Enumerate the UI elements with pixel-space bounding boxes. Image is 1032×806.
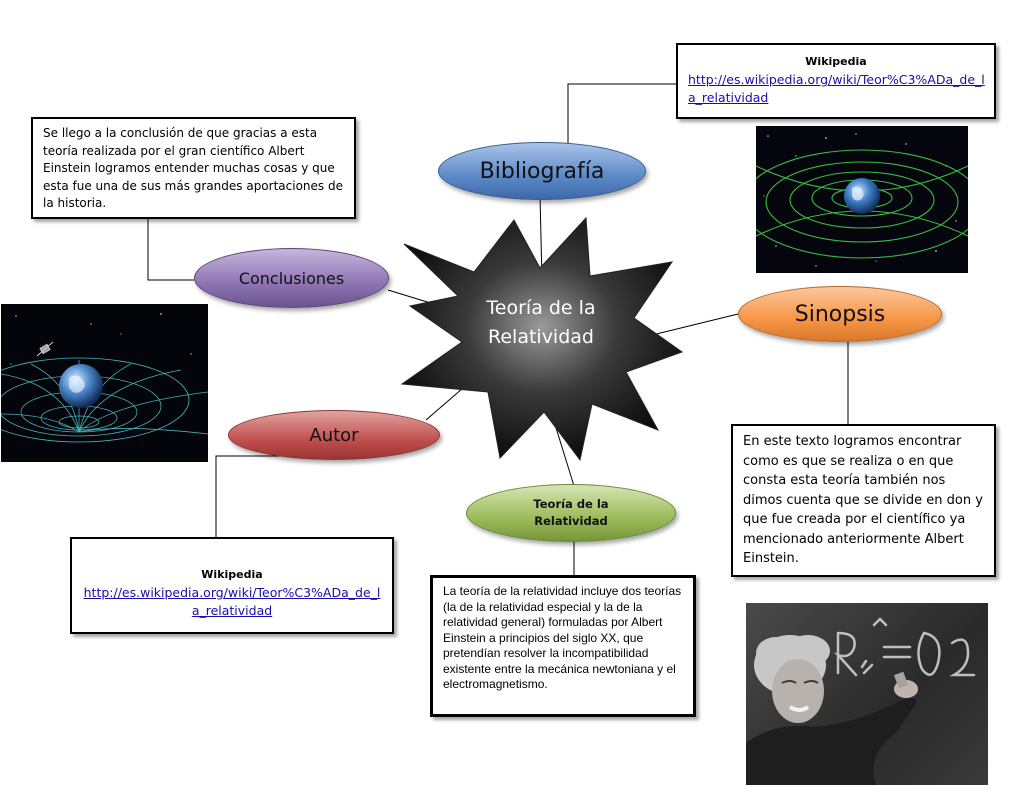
teoria-box: La teoría de la relatividad incluye dos … xyxy=(430,575,696,717)
bibliografia-node[interactable]: Bibliografía xyxy=(438,142,646,200)
bibliografia-link-line2: a_relatividad xyxy=(688,90,769,105)
autor-link-line2: a_relatividad xyxy=(191,603,273,618)
sinopsis-box: En este texto logramos encontrar como es… xyxy=(731,424,996,577)
connector-conclusiones-box xyxy=(147,217,194,281)
center-starburst-shape xyxy=(400,216,684,462)
autor-node[interactable]: Autor xyxy=(228,410,440,460)
autor-label: Autor xyxy=(309,424,359,446)
satellite-icon xyxy=(36,341,54,357)
center-title: Teoría de la Relatividad xyxy=(462,294,620,352)
spacetime-grid-graphic xyxy=(1,313,208,443)
teoria-label-line2: Relatividad xyxy=(534,514,608,528)
sinopsis-node[interactable]: Sinopsis xyxy=(738,286,942,342)
connector-autor-box xyxy=(215,455,300,538)
sinopsis-label: Sinopsis xyxy=(794,301,886,327)
connector-bibliografia-box xyxy=(567,83,676,143)
spacetime-curvature-image xyxy=(1,304,208,462)
autor-link-line1: http://es.wikipedia.org/wiki/Teor%C3%ADa… xyxy=(83,585,381,600)
teoria-box-text: La teoría de la relatividad incluye dos … xyxy=(443,584,682,691)
earth-orbit-image xyxy=(756,126,968,273)
teoria-node[interactable]: Teoría de la Relatividad xyxy=(466,484,676,542)
autor-box: Wikipedia http://es.wikipedia.org/wiki/T… xyxy=(70,537,394,634)
conclusiones-box: Se llego a la conclusión de que gracias … xyxy=(31,117,356,219)
bibliografia-wikipedia-link[interactable]: http://es.wikipedia.org/wiki/Teor%C3%ADa… xyxy=(686,71,986,107)
autor-box-title: Wikipedia xyxy=(201,568,263,581)
center-title-line1: Teoría de la xyxy=(486,297,596,319)
bibliografia-label: Bibliografía xyxy=(479,158,605,184)
center-title-line2: Relatividad xyxy=(488,326,594,348)
autor-wikipedia-link[interactable]: http://es.wikipedia.org/wiki/Teor%C3%ADa… xyxy=(80,584,384,620)
teoria-label-line1: Teoría de la xyxy=(533,497,609,511)
earth-orbit-graphic xyxy=(756,133,968,267)
conclusiones-box-text: Se llego a la conclusión de que gracias … xyxy=(43,126,343,210)
einstein-graphic xyxy=(746,617,976,785)
conclusiones-node[interactable]: Conclusiones xyxy=(194,248,389,308)
bibliografia-box: Wikipedia http://es.wikipedia.org/wiki/T… xyxy=(676,43,996,119)
conclusiones-label: Conclusiones xyxy=(238,268,345,288)
bibliografia-box-title: Wikipedia xyxy=(805,55,867,68)
sinopsis-box-text: En este texto logramos encontrar como es… xyxy=(743,434,983,566)
einstein-chalkboard-image xyxy=(746,603,988,785)
bibliografia-link-line1: http://es.wikipedia.org/wiki/Teor%C3%ADa… xyxy=(688,72,985,87)
